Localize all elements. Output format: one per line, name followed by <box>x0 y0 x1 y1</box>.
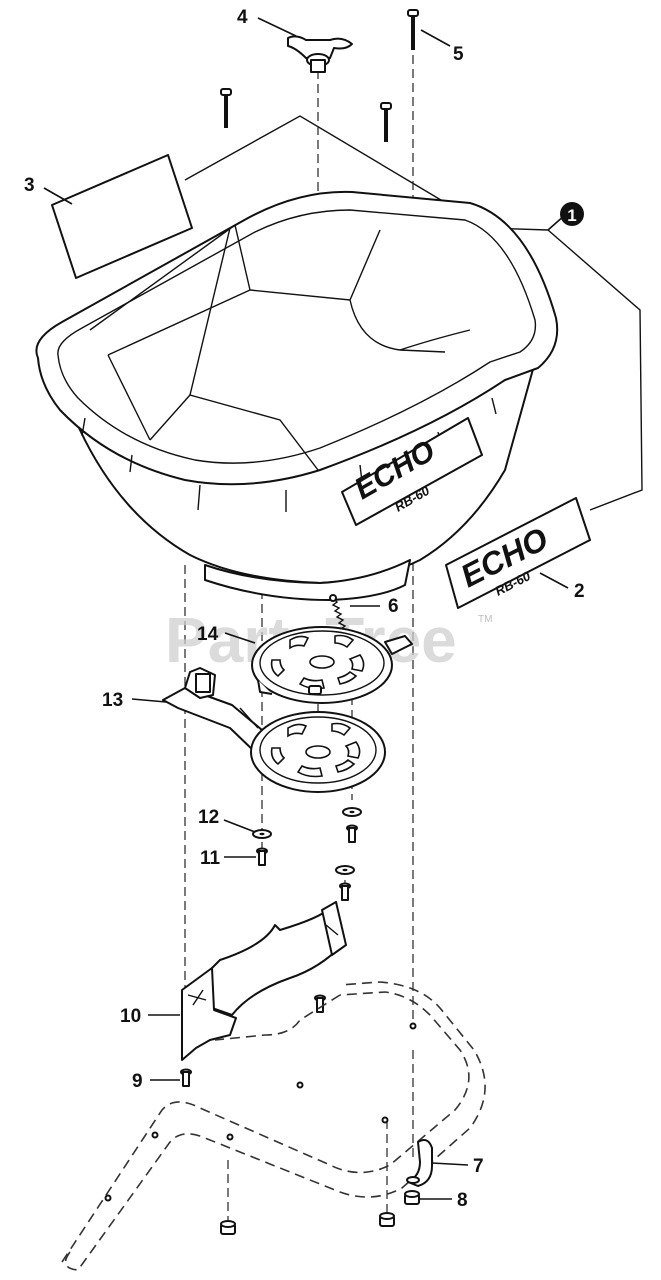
callout-13-label: 13 <box>102 690 123 711</box>
screw-deflector-right <box>314 994 326 1013</box>
nut-bottom-right <box>379 1212 395 1227</box>
nut-8 <box>404 1190 420 1205</box>
callout-14-label: 14 <box>197 624 219 645</box>
callout-12: 12 <box>198 807 256 833</box>
hopper: ECHO RB-60 <box>35 190 559 601</box>
hopper-bolt-right <box>380 102 392 142</box>
callout-1: 1 <box>547 202 584 231</box>
callout-11: 11 <box>200 848 256 869</box>
callout-9: 9 <box>132 1071 180 1092</box>
screw-9 <box>180 1068 192 1087</box>
callout-3: 3 <box>24 175 73 205</box>
callout-11-label: 11 <box>200 848 221 869</box>
label-plate-3 <box>51 154 193 279</box>
hopper-decal: ECHO RB-60 <box>341 417 483 526</box>
callout-9-label: 9 <box>132 1071 143 1092</box>
washer-12 <box>252 829 272 839</box>
screw-right-lower <box>339 882 351 901</box>
lever-plate-13 <box>162 667 386 793</box>
spring-6 <box>329 594 348 633</box>
nut-bottom-left <box>220 1220 236 1235</box>
callout-12-label: 12 <box>198 807 219 828</box>
hopper-bolt-left <box>220 88 232 128</box>
callout-10-label: 10 <box>120 1006 141 1027</box>
bolt-5 <box>407 9 419 50</box>
washer-right-lower <box>335 865 355 875</box>
frame-phantom <box>61 981 486 1271</box>
deflector-10 <box>181 901 347 1061</box>
callout-5-label: 5 <box>453 44 464 65</box>
wing-knob-4 <box>287 35 353 73</box>
callout-8-label: 8 <box>457 1190 468 1211</box>
callout-2-label: 2 <box>574 581 585 602</box>
callout-14: 14 <box>197 624 256 645</box>
callout-6-label: 6 <box>388 596 399 617</box>
callout-3-label: 3 <box>24 175 35 196</box>
callout-7-label: 7 <box>473 1156 484 1177</box>
callout-13: 13 <box>102 690 167 711</box>
clip-7 <box>406 1139 433 1187</box>
callout-10: 10 <box>120 1006 180 1027</box>
shutter-plate-14 <box>251 626 413 704</box>
callout-4: 4 <box>237 7 297 37</box>
callout-5: 5 <box>420 29 464 65</box>
washer-right-upper <box>342 807 362 817</box>
callout-1-label: 1 <box>567 206 576 225</box>
callout-8: 8 <box>420 1190 468 1211</box>
callout-6: 6 <box>350 596 399 617</box>
watermark-tm: TM <box>478 614 492 625</box>
screw-11 <box>256 847 268 866</box>
callout-7: 7 <box>431 1156 484 1177</box>
callout-2: 2 <box>539 572 585 602</box>
callout-4-label: 4 <box>237 7 248 28</box>
screw-right-upper <box>346 824 358 843</box>
